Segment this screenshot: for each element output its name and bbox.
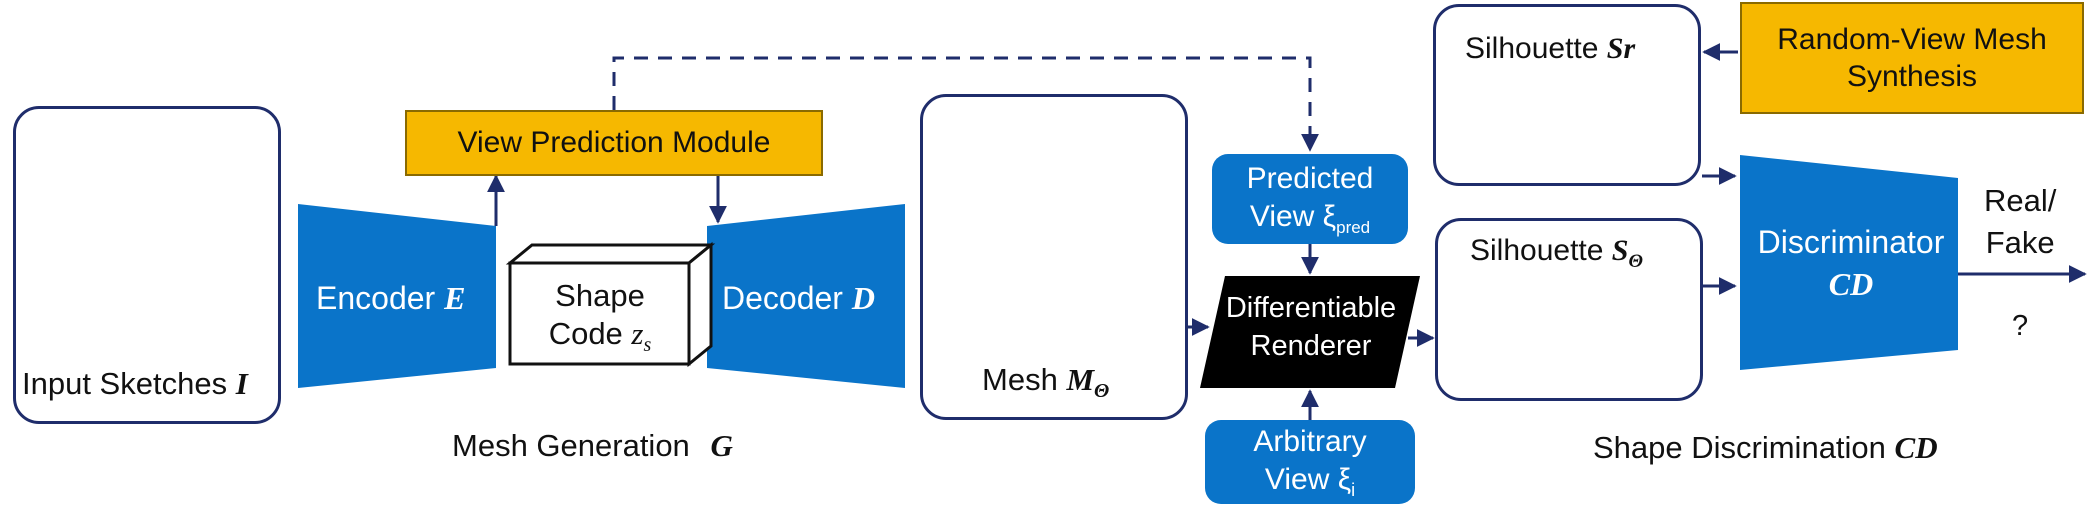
random-view-synthesis: Random-View Mesh Synthesis xyxy=(1740,2,2084,114)
decoder-block xyxy=(707,204,905,388)
view-prediction-text: View Prediction Module xyxy=(457,126,771,159)
predicted-view-line1: Predicted xyxy=(1246,162,1374,196)
mesh-box xyxy=(920,94,1188,420)
renderer-block xyxy=(1200,276,1420,388)
mesh-subscript: Θ xyxy=(1094,380,1110,403)
silhouette-pred-text: Silhouette xyxy=(1470,234,1604,267)
input-sketches-text: Input Sketches xyxy=(22,366,228,401)
mesh-text: Mesh xyxy=(982,362,1058,397)
encoder-symbol: E xyxy=(444,280,466,316)
input-sketches-box xyxy=(13,106,281,424)
shape-code-line1: Shape xyxy=(555,278,645,313)
renderer-label: Differentiable Renderer xyxy=(1205,290,1417,365)
silhouette-pred-box xyxy=(1435,218,1703,401)
renderer-line2: Renderer xyxy=(1250,329,1372,362)
input-symbol: I xyxy=(235,366,248,401)
silhouette-real-text: Silhouette xyxy=(1465,32,1599,65)
shape-code-label: Shape Code zs xyxy=(512,277,688,357)
shape-code-cube xyxy=(505,241,716,368)
shape-discrimination-text: Shape Discrimination xyxy=(1593,430,1886,465)
random-view-line1: Random-View Mesh xyxy=(1777,22,2047,56)
shape-code-subscript: s xyxy=(643,334,652,356)
output-line1: Real/ xyxy=(1984,183,2057,218)
silhouette-pred-label: Silhouette SΘ xyxy=(1470,234,1643,273)
shape-code-line2: Code xyxy=(548,315,623,351)
discriminator-block xyxy=(1740,155,1958,370)
arbitrary-view-line1: Arbitrary xyxy=(1253,425,1367,458)
mesh-label: Mesh MΘ xyxy=(982,362,1109,403)
decoder-text: Decoder xyxy=(722,280,843,316)
random-view-line2: Synthesis xyxy=(1846,60,1978,93)
shape-code-symbol: z xyxy=(631,315,644,351)
discriminator-label: Discriminator CD xyxy=(1745,222,1957,305)
mesh-generation-symbol: G xyxy=(710,428,733,463)
arbitrary-view-subscript: i xyxy=(1351,479,1356,500)
mesh-generation-label: Mesh Generation G xyxy=(452,428,733,464)
discriminator-symbol: CD xyxy=(1828,265,1874,302)
silhouette-real-label: Silhouette Sr xyxy=(1465,32,1635,66)
arrow-view-to-predicted-dashed xyxy=(612,56,1319,152)
predicted-view-subscript: pred xyxy=(1336,217,1371,237)
mesh-generation-text: Mesh Generation xyxy=(452,428,690,463)
shape-discrimination-label: Shape Discrimination CD xyxy=(1593,430,1938,466)
silhouette-real-box xyxy=(1433,4,1701,186)
silhouette-pred-subscript: Θ xyxy=(1628,251,1643,272)
arbitrary-view-line2: View ξ xyxy=(1264,462,1352,496)
decoder-symbol: D xyxy=(851,280,875,316)
predicted-view-box: Predicted View ξpred xyxy=(1212,154,1408,244)
silhouette-real-symbol: Sr xyxy=(1606,32,1636,65)
renderer-line1: Differentiable xyxy=(1225,292,1397,324)
output-line2: Fake xyxy=(1985,224,2055,260)
view-prediction-module: View Prediction Module xyxy=(405,110,823,176)
encoder-block xyxy=(298,204,496,388)
silhouette-pred-symbol: S xyxy=(1611,234,1629,267)
output-label: Real/ Fake xyxy=(1984,180,2056,264)
encoder-label: Encoder E xyxy=(316,280,465,317)
arbitrary-view-box: Arbitrary View ξi xyxy=(1205,420,1415,504)
predicted-view-line2: View ξ xyxy=(1249,199,1337,233)
output-question: ? xyxy=(2012,310,2029,342)
encoder-text: Encoder xyxy=(316,280,436,316)
decoder-label: Decoder D xyxy=(722,280,875,317)
shape-discrimination-symbol: CD xyxy=(1894,430,1938,465)
discriminator-text: Discriminator xyxy=(1757,224,1945,260)
mesh-symbol: M xyxy=(1066,362,1095,397)
input-sketches-label: Input Sketches I xyxy=(22,366,248,402)
